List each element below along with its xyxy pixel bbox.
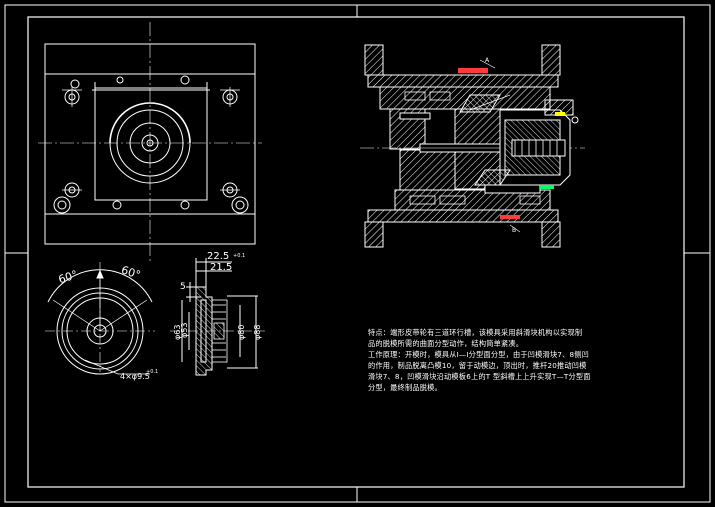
dim-thread: 4×φ9.5 xyxy=(120,372,150,381)
notes-line: 特点：端形皮带轮有三道环行槽，该模具采用斜滑块机构以实现制 xyxy=(368,328,583,337)
notes-line: 的作用，制品脱离凸模10，留于动模边，顶出时，推杆20推动凹模 xyxy=(368,361,587,370)
notes-line: 滑块7、8，凹模滑块沿动模板6上的T 型斜槽上上升实现T—T分型面 xyxy=(368,372,591,381)
notes-line: 工作原理：开模时，模具从Ⅰ—Ⅰ分型面分型，由于凹模滑块7、8侧凹 xyxy=(368,350,590,359)
dim-angle-right: 60° xyxy=(120,263,143,281)
dim-dia-53: φ53 xyxy=(180,323,189,338)
part-front-view xyxy=(45,262,155,375)
dim-dia-80: φ80 xyxy=(237,325,246,340)
dim-dia-63: φ63 xyxy=(173,325,182,340)
part-section-view xyxy=(170,258,265,376)
technical-notes: 特点：端形皮带轮有三道环行槽，该模具采用斜滑块机构以实现制 品的脱模所需的曲面分… xyxy=(368,327,636,393)
sheet-border xyxy=(4,4,711,503)
notes-line: 品的脱模所需的曲面分型动作，结构简单紧凑。 xyxy=(368,339,524,348)
notes-line: 分型，最终制品脱模。 xyxy=(368,383,442,392)
screw-holes xyxy=(53,75,249,214)
dim-dia-88: φ88 xyxy=(253,325,262,340)
dim-width-top-tol: +0.1 xyxy=(233,253,245,259)
dim-height-small: 5 xyxy=(180,282,186,292)
dim-width-top: 22.5 xyxy=(207,251,229,262)
label-top-mark: A xyxy=(485,57,490,64)
mold-assembly-section xyxy=(360,44,585,248)
dim-thread-tol: +0.1 xyxy=(146,369,158,375)
label-bottom-mark: B xyxy=(512,227,516,234)
plan-view xyxy=(38,22,262,262)
dim-width-second: 21.5 xyxy=(210,262,232,273)
dim-angle-left: 60° xyxy=(57,268,80,286)
